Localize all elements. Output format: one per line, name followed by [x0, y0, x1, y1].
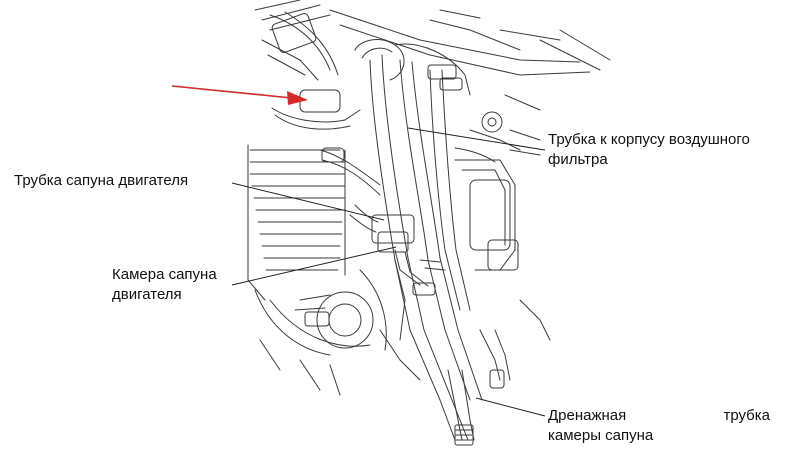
label-breather-tube: Трубка сапуна двигателя [14, 171, 188, 191]
label-air-filter-tube: Трубка к корпусу воздушного фильтра [548, 130, 750, 170]
label-drain-tube: Дренажная трубка камеры сапуна [548, 406, 770, 446]
label-air-filter-tube-line2: фильтра [548, 151, 608, 168]
label-breather-chamber: Камера сапуна двигателя [112, 265, 217, 305]
leader-air-filter-tube [407, 127, 546, 151]
label-breather-tube-text: Трубка сапуна двигателя [14, 172, 189, 189]
leader-lines [231, 127, 546, 417]
leader-breather-chamber [231, 246, 397, 286]
leader-breather-tube [231, 182, 385, 221]
label-air-filter-tube-line1: Трубка к корпусу воздушного [548, 131, 750, 148]
label-breather-chamber-line1: Камера сапуна [112, 266, 217, 283]
leader-drain-tube [475, 397, 546, 417]
red-arrow-icon [171, 85, 308, 105]
label-drain-tube-word1: Дренажная [548, 407, 627, 424]
label-breather-chamber-line2: двигателя [112, 286, 182, 303]
label-drain-tube-word2: трубка [723, 407, 770, 424]
label-drain-tube-line2: камеры сапуна [548, 427, 654, 444]
